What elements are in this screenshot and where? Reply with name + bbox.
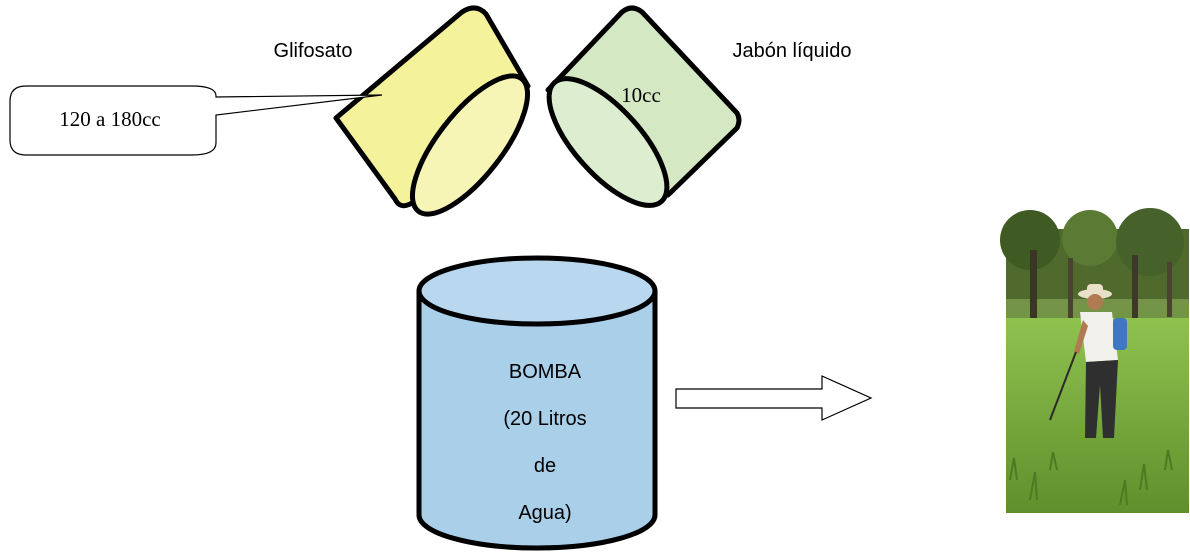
bomba-tank-top xyxy=(416,255,658,327)
bomba-tank xyxy=(416,255,658,551)
bomba-label-line-2: (20 Litros xyxy=(503,408,586,430)
glifosato-amount-text: 120 a 180cc xyxy=(59,107,160,131)
glifosato-container-opening xyxy=(409,73,531,217)
jabon-label: Jabón líquido xyxy=(733,40,852,62)
jabon-container-opening xyxy=(546,76,670,208)
jabon-amount-text: 10cc xyxy=(621,83,661,107)
bomba-label-line-3: de xyxy=(534,455,556,477)
jabon-container-body xyxy=(545,5,742,198)
farmer-spraying-field-photo xyxy=(1000,208,1189,513)
bomba-label-line-1: BOMBA xyxy=(509,361,582,383)
glifosato-label: Glifosato xyxy=(274,40,353,62)
glifosato-container xyxy=(333,5,531,217)
jabon-container xyxy=(545,5,742,208)
right-arrow-icon xyxy=(675,375,873,421)
bomba-tank-body xyxy=(416,288,658,551)
bomba-label-line-4: Agua) xyxy=(518,502,571,524)
glifosato-amount-callout xyxy=(9,85,383,156)
